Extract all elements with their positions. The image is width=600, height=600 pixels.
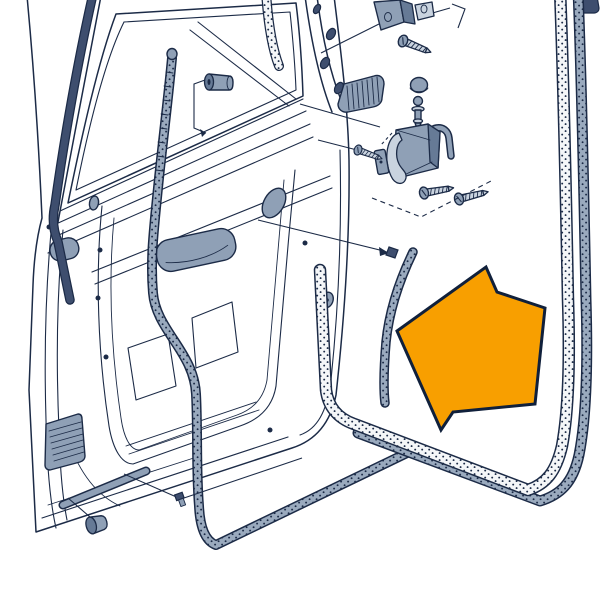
- end-cap: [85, 515, 108, 535]
- mounting-bracket: [320, 0, 466, 59]
- vent-grille: [44, 413, 86, 471]
- belt-lines: [47, 98, 333, 285]
- sliding-door-seal-strip: [257, 219, 418, 408]
- grommet: [193, 73, 234, 137]
- aperture-seal-gray: [352, 0, 593, 507]
- cap: [409, 76, 429, 94]
- check-screw-2: [452, 185, 491, 207]
- door-check-assembly: [299, 76, 494, 218]
- window-channel-strip: [261, 0, 284, 71]
- fastener-holes: [46, 3, 345, 433]
- retaining-clip-top: [385, 246, 399, 259]
- left-frame-seal-body: [49, 0, 96, 304]
- retaining-clip-bottom: [173, 491, 187, 507]
- sound-pads: [127, 301, 239, 401]
- pull-cup: [155, 227, 237, 273]
- aperture-seal-white: [313, 0, 575, 497]
- highlight-arrow: [395, 264, 547, 434]
- bracket-screw: [395, 33, 434, 59]
- ribbed-buffer: [337, 74, 385, 113]
- sound-pad-right: [191, 301, 239, 369]
- window-frame: [57, 0, 342, 223]
- sound-pad-left: [127, 333, 177, 401]
- inner-panel-opening: [97, 169, 296, 465]
- door-panel: [26, 0, 350, 533]
- ball-pin: [412, 95, 424, 107]
- seal-hook-end: [166, 47, 178, 61]
- bottom-strip: [58, 457, 303, 535]
- check-screw-1: [417, 181, 456, 201]
- center-door-seal: [146, 47, 412, 550]
